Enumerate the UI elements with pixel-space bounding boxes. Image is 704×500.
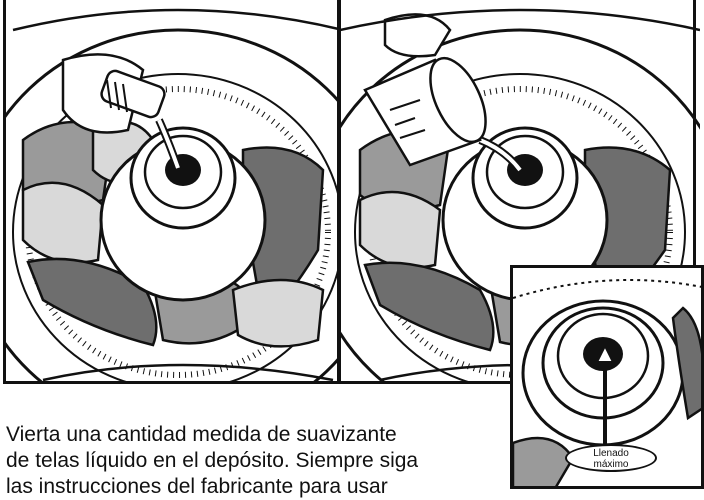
caption-line-1: Vierta una cantidad medida de suavizante [6,423,397,446]
panel-divider [337,0,341,384]
instruction-caption: Vierta una cantidad medida de suavizante… [6,422,506,500]
illustration-pour-from-bottle [3,0,340,384]
max-fill-label-line2: máximo [593,459,629,470]
caption-line-2: de telas líquido en el depósito. Siempre… [6,449,419,472]
max-fill-label: Llenado máximo [565,444,657,472]
caption-line-3: las instrucciones del fabricante para us… [6,475,388,498]
max-fill-label-line1: Llenado [593,448,629,459]
inset-max-fill-detail: Llenado máximo [510,265,704,489]
